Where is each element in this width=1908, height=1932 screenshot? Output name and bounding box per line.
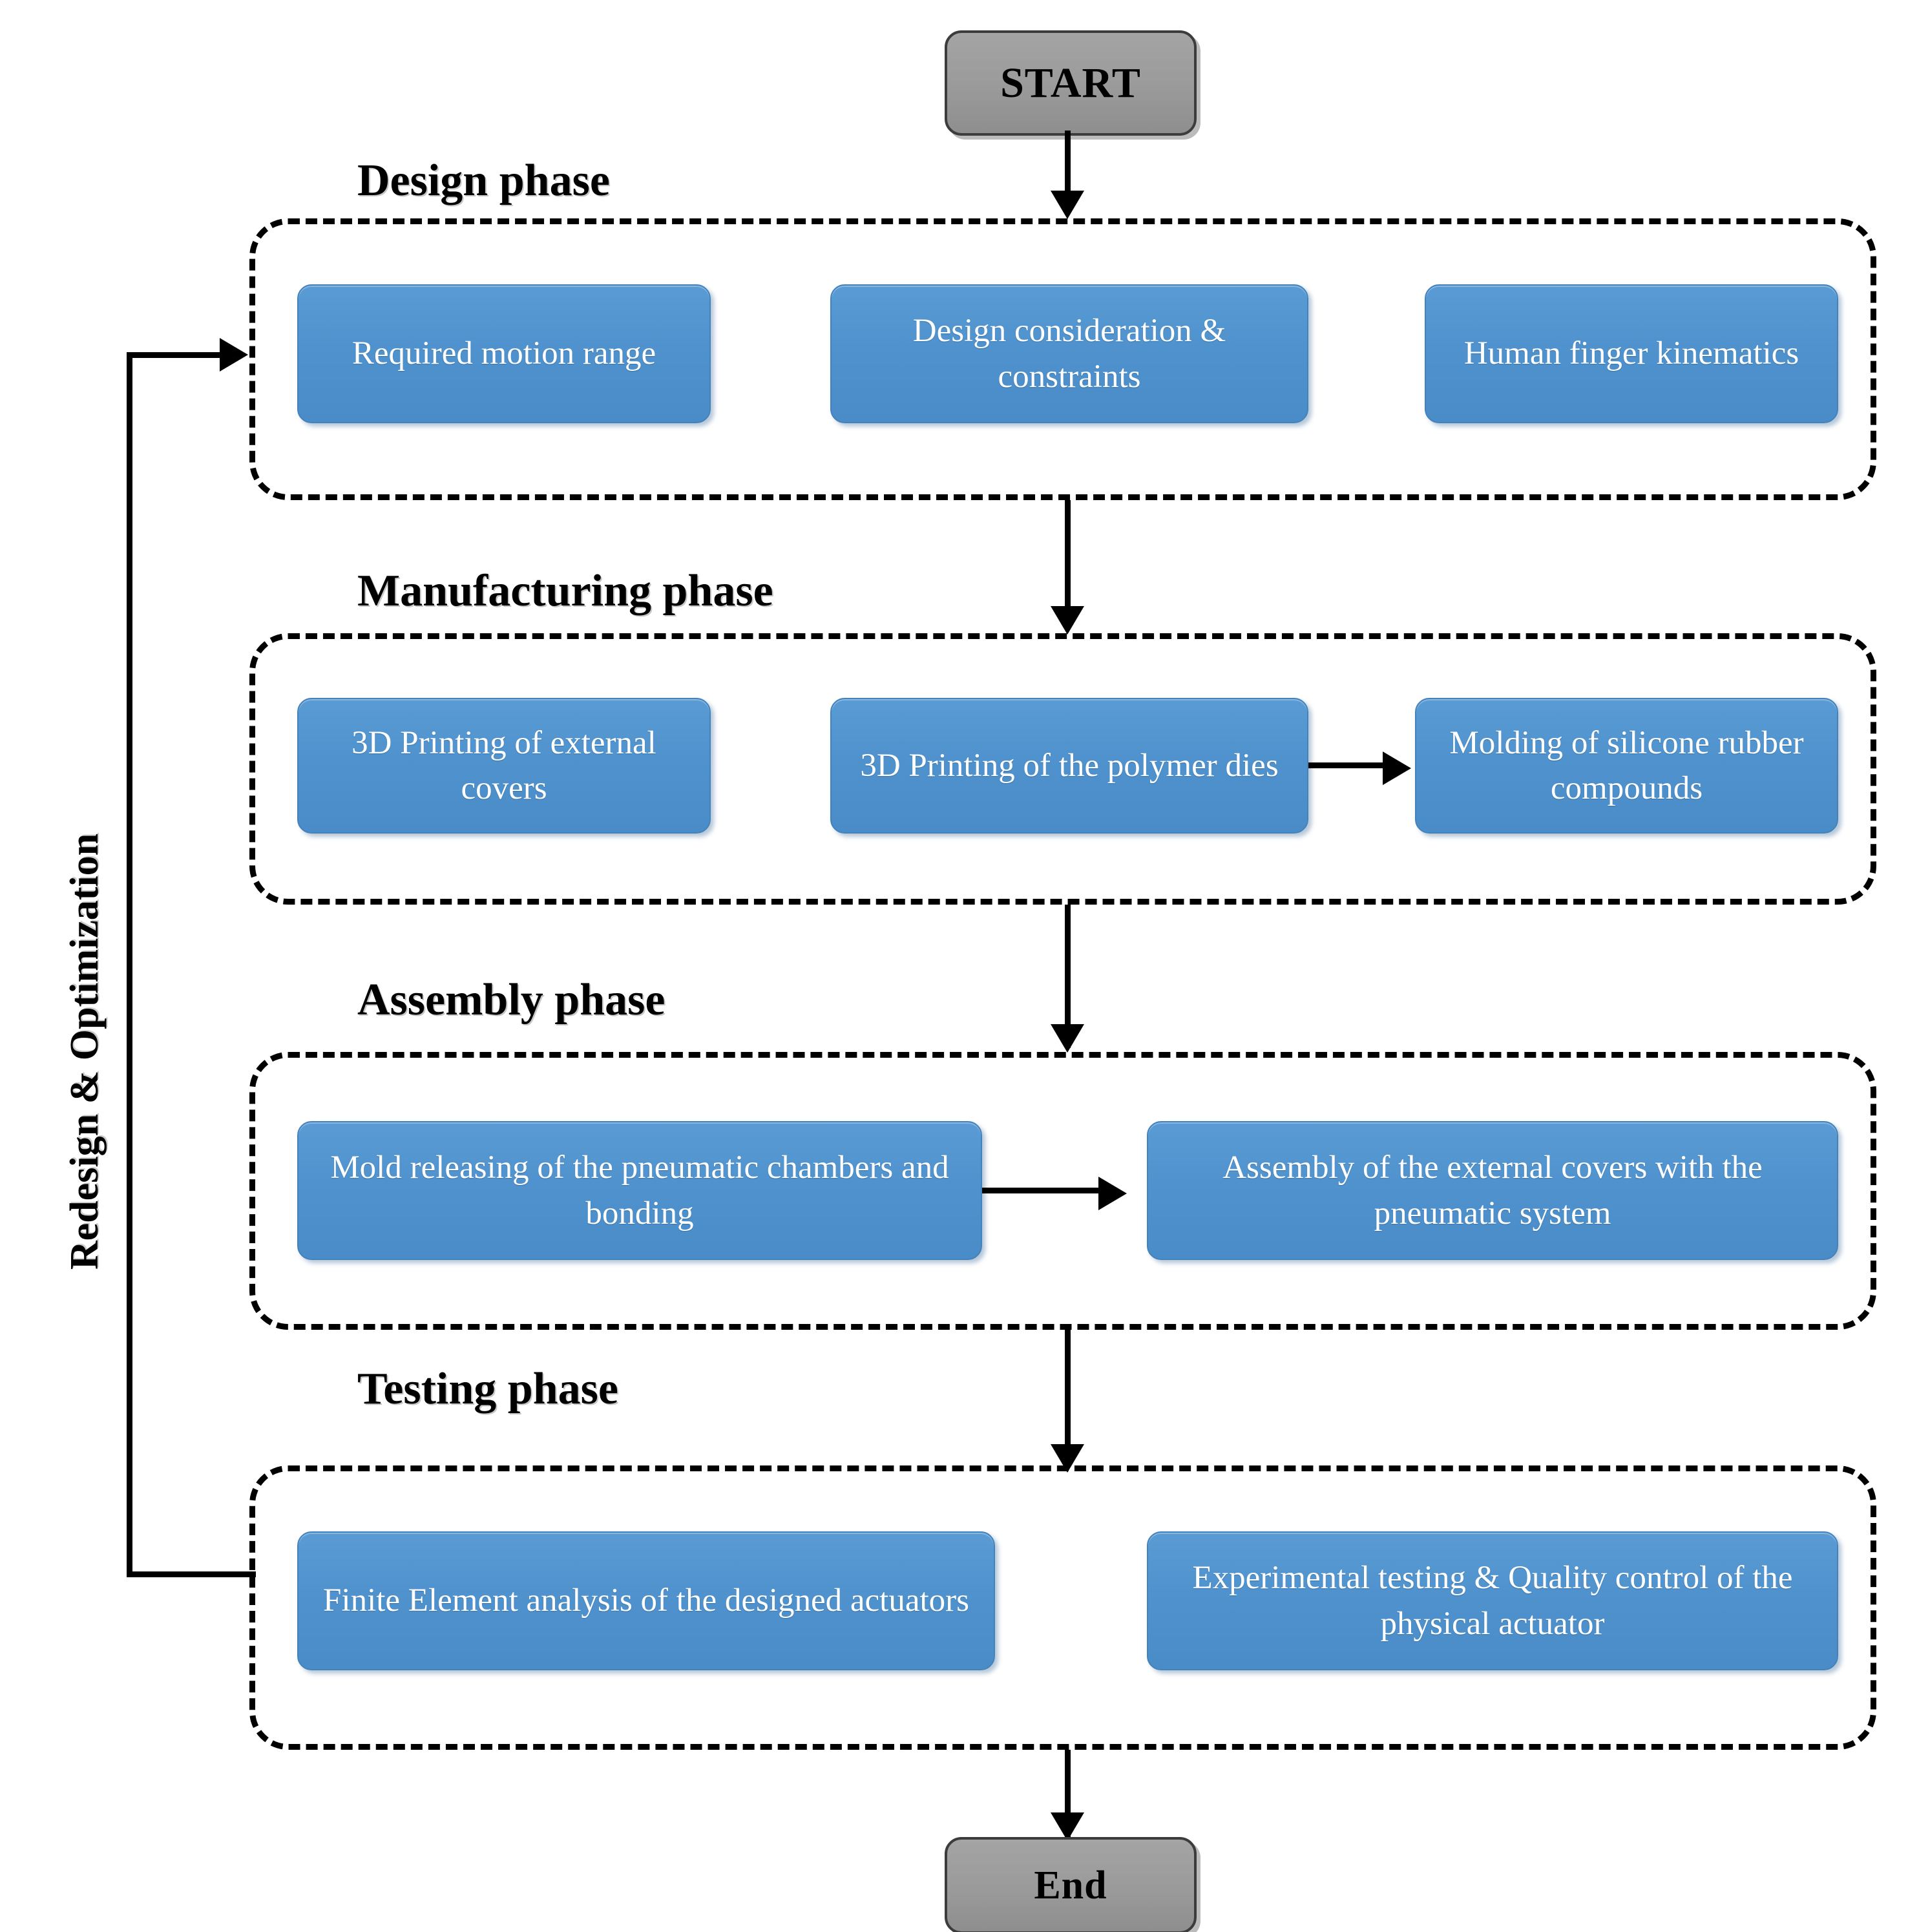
phase-title-manufacturing: Manufacturing phase [357,566,773,616]
connector-dies-to-molding-arrowhead [1383,751,1411,785]
connector-mold-to-assembly-line [982,1188,1108,1193]
connector-assembly-to-testing-line [1065,1330,1071,1467]
step-required-motion-range[interactable]: Required motion range [297,284,711,423]
feedback-loop-arrowhead [220,338,248,372]
step-assembly-external-covers-pneumatic[interactable]: Assembly of the external covers with the… [1147,1121,1838,1260]
feedback-loop-vertical-segment [127,352,132,1577]
step-human-finger-kinematics[interactable]: Human finger kinematics [1425,284,1838,423]
connector-manufacturing-to-assembly-line [1065,905,1071,1048]
connector-manufacturing-to-assembly-arrowhead [1051,1024,1084,1053]
end-terminator: End [945,1837,1197,1932]
connector-start-to-design-arrowhead [1051,191,1084,219]
step-3d-printing-polymer-dies[interactable]: 3D Printing of the polymer dies [830,698,1308,834]
phase-container-testing [249,1465,1876,1750]
phase-title-design: Design phase [357,156,610,205]
phase-container-design [249,218,1876,500]
phase-title-assembly: Assembly phase [357,975,666,1025]
connector-design-to-manufacturing-arrowhead [1051,606,1084,635]
connector-mold-to-assembly-arrowhead [1098,1177,1127,1210]
step-design-consideration-constraints[interactable]: Design consideration & constraints [830,284,1308,423]
step-mold-releasing-chambers-bonding[interactable]: Mold releasing of the pneumatic chambers… [297,1121,982,1260]
step-finite-element-analysis[interactable]: Finite Element analysis of the designed … [297,1531,995,1670]
phase-container-assembly [249,1052,1876,1330]
connector-testing-to-end-arrowhead [1051,1812,1084,1841]
end-label: End [1034,1863,1107,1907]
phase-title-testing: Testing phase [357,1364,618,1414]
connector-design-to-manufacturing-line [1065,500,1071,629]
step-experimental-testing-quality-control[interactable]: Experimental testing & Quality control o… [1147,1531,1838,1670]
connector-testing-to-end-line [1065,1750,1071,1837]
connector-start-to-design-line [1065,131,1071,208]
start-terminator: START [945,30,1197,136]
feedback-loop-bottom-segment [127,1571,256,1577]
start-label: START [1000,59,1141,107]
step-3d-printing-external-covers[interactable]: 3D Printing of external covers [297,698,711,834]
connector-dies-to-molding-line [1308,762,1392,768]
redesign-optimization-label: Redesign & Optimization [63,833,107,1270]
phase-container-manufacturing [249,633,1876,905]
feedback-loop-top-segment [127,352,230,358]
step-molding-silicone-rubber[interactable]: Molding of silicone rubber compounds [1415,698,1838,834]
